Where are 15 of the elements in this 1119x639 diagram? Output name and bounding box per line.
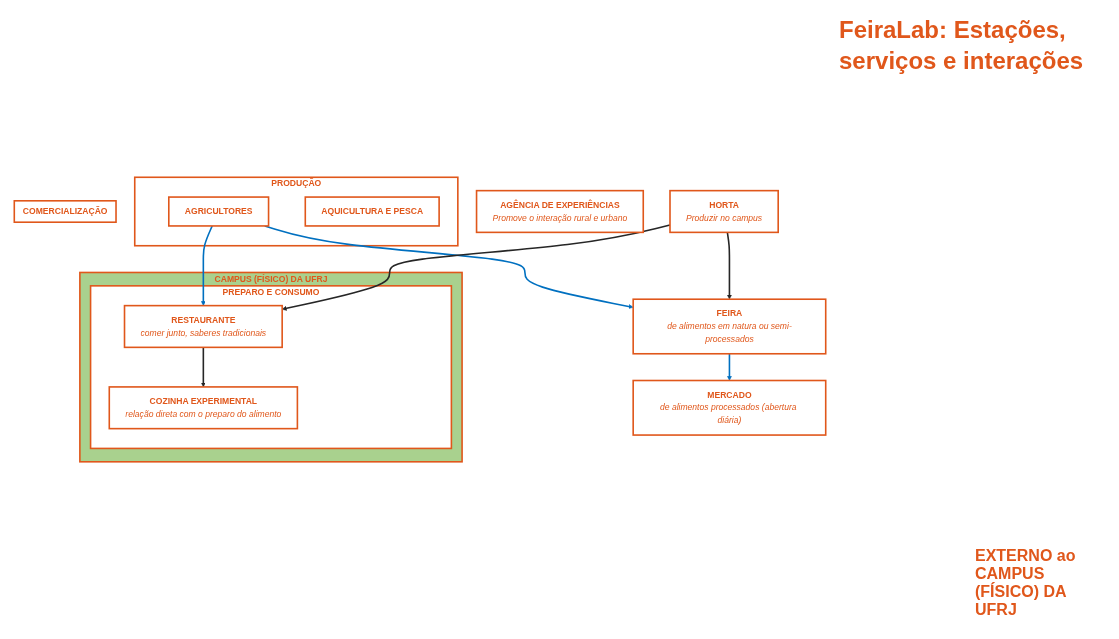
arrow [201, 225, 213, 307]
node-box: FEIRA de alimentos em natura ou semi-processados [632, 298, 827, 356]
node-box: MERCADO de alimentos processados (abertura diária) [632, 380, 827, 437]
arrow [201, 347, 206, 388]
node-box: COMERCIALIZAÇÃO [13, 200, 117, 224]
arrow [727, 353, 732, 382]
node-box: AQUICULTURA E PESCA [304, 196, 440, 228]
node-box: HORTA Produzir no campus [669, 190, 779, 234]
node-box: COZINHA EXPERIMENTAL relação direta com o preparo do alimento [108, 386, 299, 430]
arrow [726, 232, 732, 300]
diagram-title: FeiraLab: Estações, serviços e interações [839, 15, 1085, 77]
note-text: EXTERNO ao CAMPUS (FÍSICO) DA UFRJ [975, 547, 1077, 619]
node-box: RESTAURANTE comer junto, saberes tradicionais [123, 305, 283, 349]
node-box: AGRICULTORES [168, 196, 270, 228]
node-box: AGÊNCIA DE EXPERIÊNCIAS Promove o interação rural e urbano [475, 190, 645, 234]
